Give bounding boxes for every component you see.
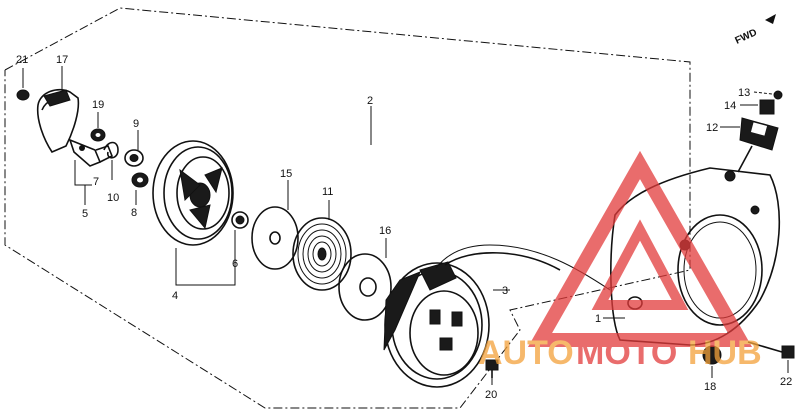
callout-11: 11 — [322, 186, 333, 198]
part-6-collar — [231, 211, 249, 229]
callout-17: 17 — [56, 54, 68, 66]
callout-22: 22 — [780, 376, 792, 388]
part-22-bolt — [747, 341, 795, 373]
callout-12: 12 — [706, 122, 718, 134]
part-16-plate — [338, 238, 392, 321]
callout-9: 9 — [133, 118, 139, 130]
part-4-pulley — [152, 140, 236, 286]
callout-8: 8 — [131, 207, 137, 219]
part-15-plate — [251, 180, 299, 270]
part-20-bolt — [485, 359, 499, 385]
fwd-arrow-icon — [765, 14, 776, 24]
part-19-washer — [90, 112, 106, 142]
fwd-indicator: FWD — [733, 14, 776, 47]
part-11-spring — [292, 200, 352, 291]
callout-21: 21 — [16, 54, 28, 66]
callout-3: 3 — [502, 285, 508, 297]
callout-20: 20 — [485, 389, 497, 401]
assembly-boundary — [4, 7, 691, 409]
callout-5: 5 — [82, 208, 88, 220]
part-3-reel — [383, 244, 611, 388]
callout-10: 10 — [107, 192, 119, 204]
callout-4: 4 — [172, 290, 178, 302]
part-10-spring — [103, 141, 119, 180]
callout-19: 19 — [92, 99, 104, 111]
part-12-grip — [720, 117, 779, 173]
fwd-label: FWD — [733, 27, 758, 47]
part-14-insert — [740, 99, 775, 115]
callout-7: 7 — [93, 176, 99, 188]
callout-14: 14 — [724, 100, 736, 112]
watermark-text-auto: AUTO — [478, 334, 574, 372]
watermark-logo: AUTO MOTO HUB — [478, 150, 762, 372]
callout-18: 18 — [704, 381, 716, 393]
watermark-text-hub: HUB — [688, 334, 762, 372]
part-8-collar — [131, 172, 149, 205]
callout-6: 6 — [232, 258, 238, 270]
callout-15: 15 — [280, 168, 292, 180]
part-21-nut — [16, 68, 30, 101]
watermark-text-moto: MOTO — [576, 334, 677, 372]
part-13-knot — [753, 90, 783, 100]
callout-13: 13 — [738, 87, 750, 99]
callout-1: 1 — [595, 313, 601, 325]
part-17-ratchet-guide — [36, 66, 80, 153]
part-5-ratchet — [68, 138, 114, 205]
callout-2: 2 — [367, 95, 373, 107]
part-9-washer — [124, 130, 144, 167]
callout-16: 16 — [379, 225, 391, 237]
